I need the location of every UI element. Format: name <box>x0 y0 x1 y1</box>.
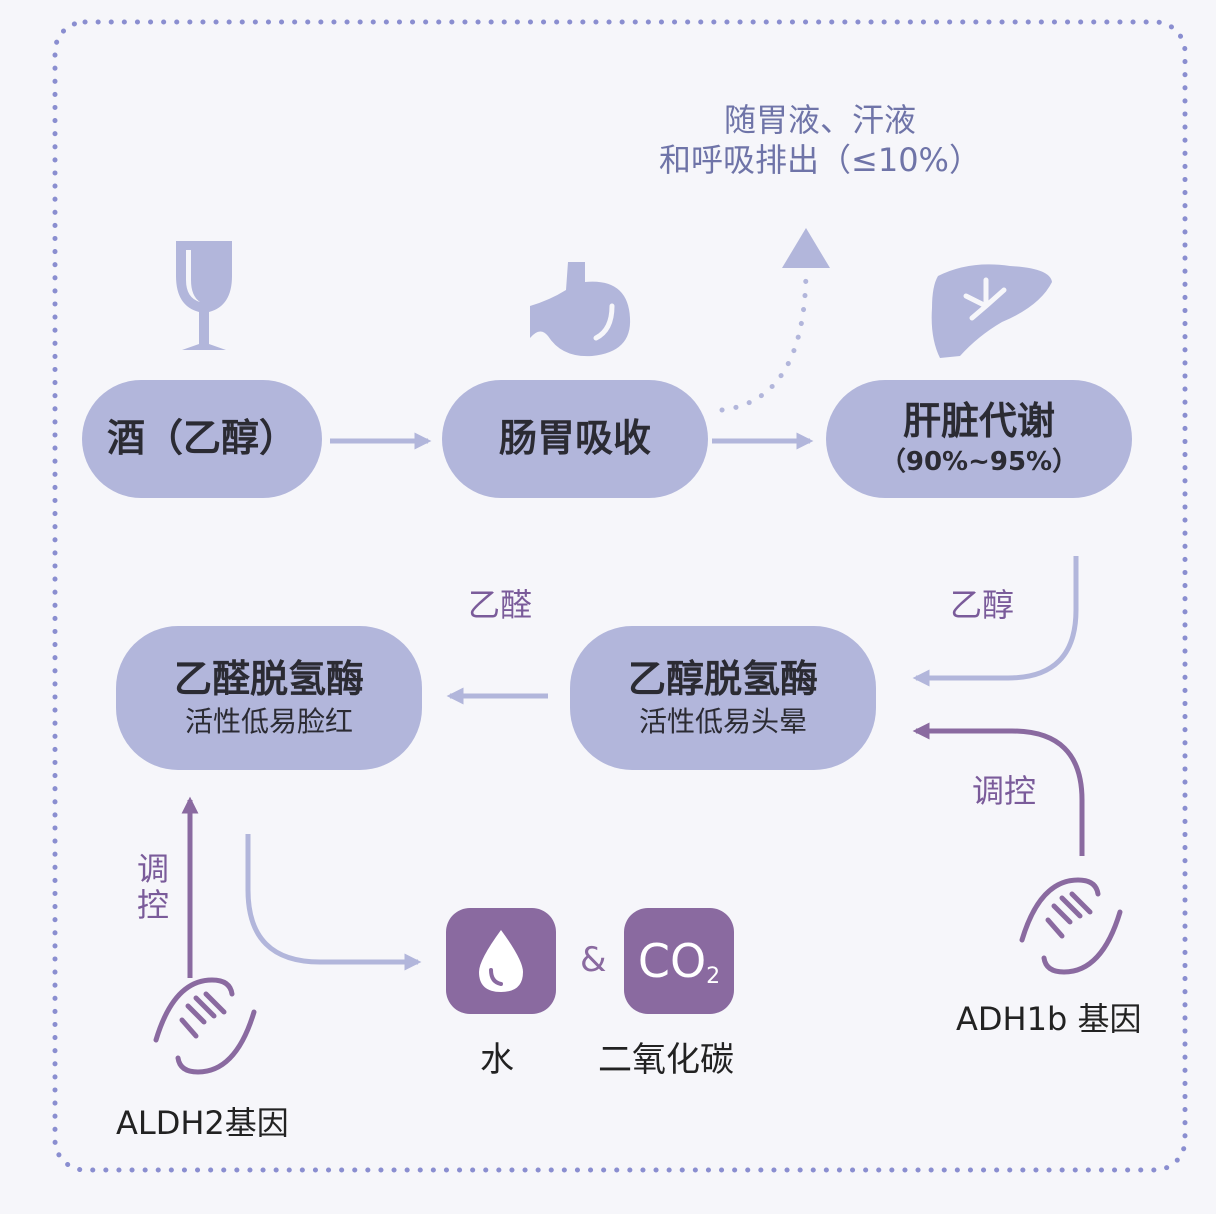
ethanol-label: 乙醇 <box>950 586 1015 624</box>
arrow-aldh-to-products <box>245 834 422 971</box>
co2-formula: CO2 <box>638 934 720 989</box>
node-liver-title: 肝脏代谢 <box>902 399 1055 444</box>
node-alcohol: 酒（乙醇） <box>82 380 322 498</box>
excretion-arrow-head <box>782 228 830 268</box>
node-liver: 肝脏代谢 （90%~95%） <box>826 380 1132 498</box>
excretion-dotted-path <box>719 265 809 413</box>
arrow-adh1b-regulation <box>912 722 1085 856</box>
stomach-icon <box>530 262 631 357</box>
excretion-line-2: 和呼吸排出（≤10%） <box>659 141 981 179</box>
dna-icon <box>1019 877 1123 975</box>
regulate-right-label: 调控 <box>972 772 1037 810</box>
node-liver-percentage: （90%~95%） <box>879 446 1079 477</box>
wine-glass-icon <box>176 241 232 350</box>
node-alcohol-label: 酒（乙醇） <box>106 416 297 461</box>
acetaldehyde-label: 乙醛 <box>468 586 533 624</box>
dna-icon <box>153 977 257 1075</box>
gene-adh1b-label: ADH1b 基因 <box>956 1000 1142 1038</box>
co2-badge: CO2 <box>624 908 734 1014</box>
arrow-liver-to-adh <box>912 556 1079 687</box>
co2-name-label: 二氧化碳 <box>598 1040 734 1080</box>
water-drop-icon <box>479 930 523 992</box>
node-adh-description: 活性低易头晕 <box>638 704 807 738</box>
node-aldh-title: 乙醛脱氢酶 <box>173 657 364 702</box>
node-absorption: 肠胃吸收 <box>442 380 708 498</box>
co2-formula-sub: 2 <box>706 963 721 989</box>
node-aldh-description: 活性低易脸红 <box>184 704 353 738</box>
dotted-border <box>52 19 1188 1173</box>
co2-formula-main: CO <box>637 933 707 988</box>
water-badge <box>446 908 556 1014</box>
node-adh: 乙醇脱氢酶 活性低易头晕 <box>570 626 876 770</box>
node-absorption-label: 肠胃吸收 <box>498 416 651 461</box>
gene-aldh2-label: ALDH2基因 <box>116 1104 289 1142</box>
excretion-line-1: 随胃液、汗液 <box>723 101 916 139</box>
node-adh-title: 乙醇脱氢酶 <box>627 657 818 702</box>
node-aldh: 乙醛脱氢酶 活性低易脸红 <box>116 626 422 770</box>
ampersand-label: & <box>580 940 607 980</box>
regulate-left-label: 调控 <box>132 852 170 924</box>
excretion-label: 随胃液、汗液 和呼吸排出（≤10%） <box>640 100 1000 180</box>
water-label: 水 <box>480 1040 514 1080</box>
liver-icon <box>931 264 1052 358</box>
